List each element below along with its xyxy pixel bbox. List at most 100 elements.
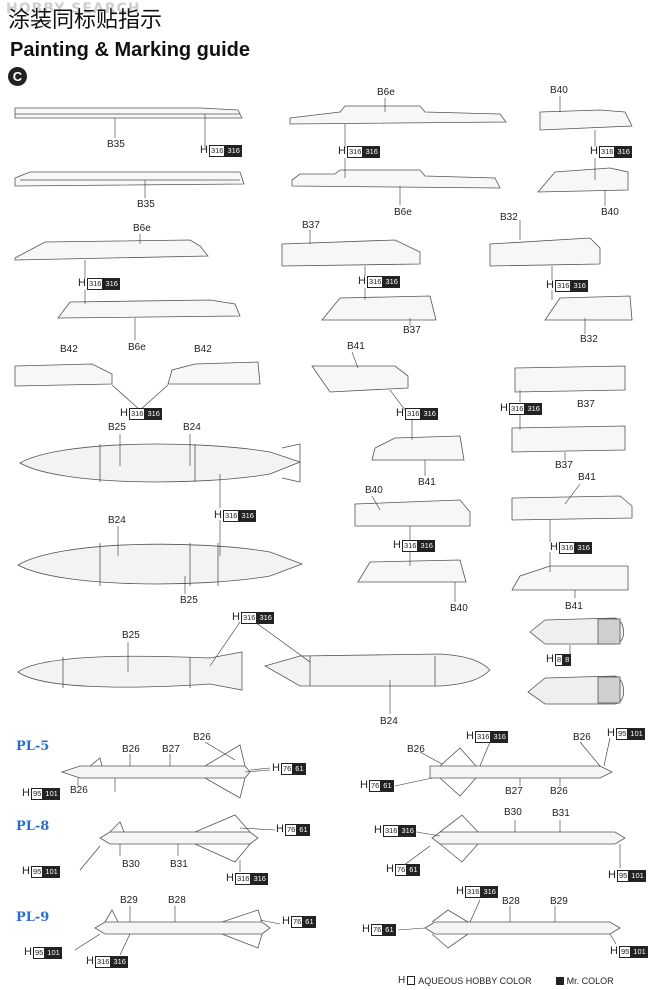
- label-b25: B25: [180, 595, 198, 606]
- label-b41: B41: [565, 601, 583, 612]
- label-b37: B37: [403, 325, 421, 336]
- pylon-b6e-left-bottom: [57, 299, 241, 319]
- pylon-b42-left: [14, 363, 113, 387]
- label-b28: B28: [168, 895, 186, 906]
- pylon-b32-top: [489, 237, 601, 267]
- label-b37: B37: [555, 460, 573, 471]
- label-b31: B31: [170, 859, 188, 870]
- label-b37: B37: [302, 220, 320, 231]
- label-b24: B24: [380, 716, 398, 727]
- rocket-pod-2: [527, 675, 625, 705]
- pylon-b40-bottom: [537, 167, 629, 193]
- label-b6e: B6e: [133, 223, 151, 234]
- fuel-tank-4: [263, 653, 491, 687]
- legend-aqueous: AQUEOUS HOBBY COLOR: [418, 975, 532, 986]
- missile-heading-pl9: PL-9: [16, 910, 50, 925]
- label-b41: B41: [578, 472, 596, 483]
- label-b6e: B6e: [377, 87, 395, 98]
- label-b32: B32: [500, 212, 518, 223]
- label-b25: B25: [108, 422, 126, 433]
- label-b26: B26: [407, 744, 425, 755]
- label-b37: B37: [577, 399, 595, 410]
- label-b26: B26: [550, 786, 568, 797]
- label-b25: B25: [122, 630, 140, 641]
- pl8-right: [431, 814, 626, 863]
- pylon-b40-mid-top: [354, 499, 471, 527]
- pylon-b42-right: [167, 361, 261, 385]
- label-b32: B32: [580, 334, 598, 345]
- label-b41: B41: [347, 341, 365, 352]
- label-b24: B24: [183, 422, 201, 433]
- fuel-tank-3: [17, 651, 243, 691]
- watermark: HOBBY SEARCH: [6, 1, 141, 17]
- label-b26: B26: [193, 732, 211, 743]
- label-b29: B29: [550, 896, 568, 907]
- pl5-left: [60, 744, 251, 799]
- label-b24: B24: [108, 515, 126, 526]
- label-b42: B42: [194, 344, 212, 355]
- label-b26: B26: [122, 744, 140, 755]
- pylon-b40-top: [539, 109, 633, 131]
- pylon-b41-right-top: [511, 495, 633, 521]
- fuel-tank-2: [17, 543, 304, 586]
- label-b30: B30: [122, 859, 140, 870]
- pylon-b40-mid-bottom: [357, 559, 467, 583]
- label-b40: B40: [601, 207, 619, 218]
- label-b40: B40: [450, 603, 468, 614]
- missile-heading-pl8: PL-8: [16, 819, 50, 834]
- sheet-badge: C: [8, 67, 27, 86]
- pylon-b6e-bottom: [291, 169, 501, 189]
- rocket-pod-1: [529, 617, 625, 645]
- pl5-right: [429, 747, 613, 797]
- label-b26: B26: [70, 785, 88, 796]
- label-b26: B26: [573, 732, 591, 743]
- pylon-b6e-top: [289, 105, 507, 125]
- pylon-b37-top: [281, 239, 421, 267]
- label-b27: B27: [162, 744, 180, 755]
- label-b27: B27: [505, 786, 523, 797]
- pylon-b6e-left-top: [14, 239, 209, 261]
- label-b40: B40: [365, 485, 383, 496]
- label-b6e: B6e: [394, 207, 412, 218]
- label-b35: B35: [137, 199, 155, 210]
- label-b6e: B6e: [128, 342, 146, 353]
- label-b41: B41: [418, 477, 436, 488]
- legend-mr-swatch: [555, 976, 564, 985]
- page-title-chinese: 涂装同标贴指示: [8, 8, 163, 33]
- label-b28: B28: [502, 896, 520, 907]
- pylon-b32-bottom: [544, 295, 633, 321]
- legend-mr: Mr. COLOR: [566, 975, 614, 986]
- legend-h: H: [398, 975, 406, 986]
- missile-heading-pl5: PL-5: [16, 739, 50, 754]
- pylon-b41-top: [311, 365, 409, 393]
- fuel-tank-1: [19, 443, 302, 483]
- pl8-left: [99, 814, 259, 863]
